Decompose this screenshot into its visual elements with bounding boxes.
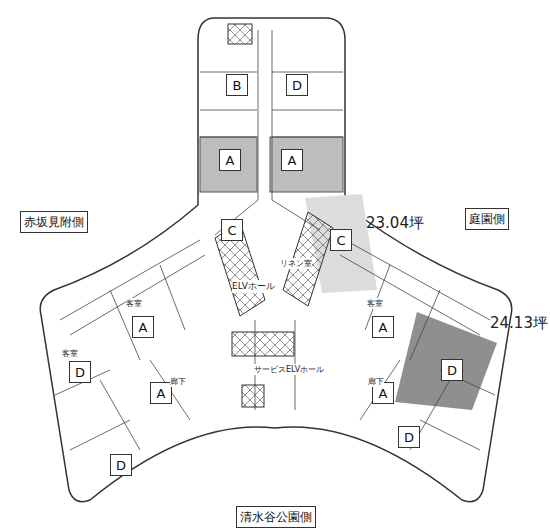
service-elevator [242, 385, 264, 407]
unit-box: D [398, 426, 420, 448]
unit-box: A [132, 316, 154, 338]
box-text: 清水谷公園側 [240, 509, 312, 526]
box-text: C [336, 233, 345, 248]
box-text: A [288, 153, 297, 168]
box-text: D [116, 458, 126, 473]
box-text: A [226, 153, 235, 168]
box-text: A [379, 386, 388, 401]
unit-box: C [330, 229, 352, 251]
box-text: 赤坂見附側 [24, 214, 84, 231]
plan-label: 23.04坪 [366, 214, 424, 233]
plan-label: 客室 [62, 348, 78, 359]
unit-box: D [110, 454, 132, 476]
box-text: A [157, 386, 166, 401]
direction-label: 赤坂見附側 [20, 211, 88, 233]
unit-box: D [441, 359, 463, 381]
plan-label: 24.13坪 [490, 314, 548, 333]
box-text: D [447, 363, 457, 378]
box-text: B [233, 78, 242, 93]
box-text: C [227, 223, 236, 238]
unit-box: A [281, 149, 303, 171]
plan-label: ELVホール [232, 280, 275, 293]
box-text: A [139, 320, 148, 335]
service-elevator [232, 332, 294, 356]
box-text: A [379, 320, 388, 335]
shaded-room [200, 137, 257, 192]
unit-box: A [150, 382, 172, 404]
box-text: 庭園側 [469, 211, 505, 228]
highlight-area [395, 312, 497, 410]
stair [228, 24, 252, 44]
building-outline [40, 18, 512, 502]
direction-label: 清水谷公園側 [236, 506, 316, 528]
direction-label: 庭園側 [465, 208, 509, 230]
plan-label: 廊下 [170, 376, 186, 387]
unit-box: A [219, 149, 241, 171]
plan-label: サービスELVホール [254, 364, 324, 375]
box-text: D [404, 430, 414, 445]
box-text: D [75, 365, 85, 380]
unit-box: A [372, 316, 394, 338]
plan-label: 客室 [126, 298, 142, 309]
unit-box: D [69, 361, 91, 383]
wall-lines [55, 30, 495, 450]
plan-label: リネン室 [280, 258, 312, 269]
unit-box: B [226, 74, 248, 96]
unit-box: D [286, 74, 308, 96]
plan-label: 客室 [367, 298, 383, 309]
unit-box: C [221, 219, 243, 241]
box-text: D [292, 78, 302, 93]
shaded-room [270, 137, 343, 192]
plan-label: 廊下 [368, 376, 384, 387]
